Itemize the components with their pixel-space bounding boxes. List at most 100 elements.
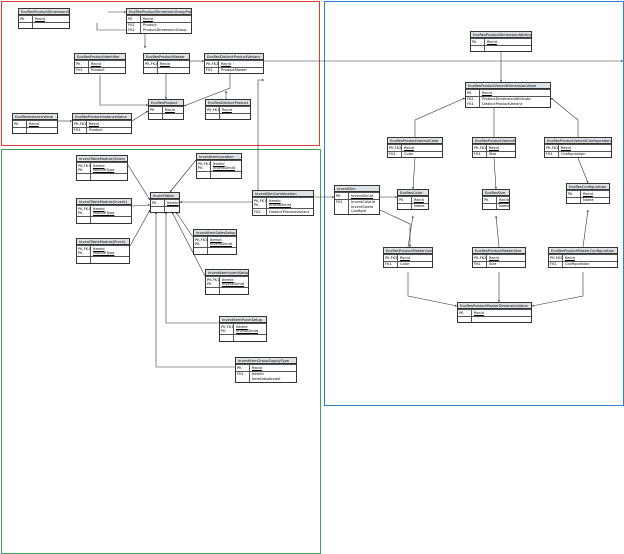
arrowhead: [148, 197, 150, 200]
field: ConfigId: [351, 209, 366, 214]
entity-title: EcoResProductMaster: [144, 54, 189, 61]
key-column: PK: [458, 310, 472, 316]
primary-key-field: RecId: [400, 255, 410, 260]
region-product: [1, 1, 320, 146]
field: Product: [91, 68, 105, 73]
entity-title: InventDimCombination: [253, 191, 313, 198]
field-column: [211, 172, 216, 177]
entity-ecoresproductvariantsize[interactable]: EcoResProductVariantSizePK,FK2RecIdFK1Si…: [472, 137, 516, 159]
field-column: RecId: [27, 121, 41, 126]
field: ProductDimensionAttribute: [482, 97, 531, 102]
key-column: [77, 217, 91, 223]
key-column: PK,FK1 PK: [195, 237, 208, 248]
field: DistinctProductVariant: [482, 101, 523, 106]
key-column: [151, 206, 165, 213]
key-column: [220, 335, 234, 341]
arrowhead: [184, 104, 187, 107]
entity-title: EcoResProductDimensionGroupProduct: [127, 9, 191, 16]
primary-key-field: ItemId: [93, 206, 105, 211]
primary-key-field: RecId: [29, 121, 39, 126]
field-column: DistinctProductVariant: [267, 209, 311, 214]
entity-section: [77, 216, 131, 223]
key-column: PK,FK1 PK: [207, 277, 220, 288]
field-column: Product: [87, 128, 105, 133]
relationship-line: [131, 110, 149, 122]
primary-key-field: RecId: [489, 255, 499, 260]
field-column: [158, 68, 163, 73]
arrowhead: [332, 195, 334, 199]
entity-title: EcoResColor: [398, 190, 428, 197]
field-column: [472, 317, 477, 322]
key-column: FK1: [545, 151, 559, 158]
primary-key-field: ItemId: [269, 198, 281, 203]
primary-key-field: RecId: [222, 107, 232, 112]
entity-title: InventDim: [335, 186, 379, 193]
key-column: PK,FK1 PK: [78, 206, 91, 217]
key-column: FK1: [205, 67, 219, 74]
key-column: PK,FK2: [385, 255, 398, 261]
field-column: Size: [487, 152, 498, 157]
key-column: [483, 203, 497, 210]
arrowhead: [145, 111, 148, 113]
arrowhead: [412, 187, 415, 189]
entity-ecoresproductdimensiongroupproduct[interactable]: EcoResProductDimensionGroupProductPKRecI…: [126, 8, 192, 34]
relationship-line: [99, 75, 148, 106]
key-column: FK1: [473, 261, 487, 268]
key-column: PK: [236, 365, 250, 371]
key-column: [77, 174, 91, 180]
entity-section: Name: [398, 202, 428, 210]
primary-key-field: RecId: [561, 145, 571, 150]
entity-title: EcoResProductDimensionGroup: [19, 9, 69, 16]
primary-key-field: ItemId: [236, 324, 248, 329]
field-column: ProductMaster: [219, 68, 249, 73]
entity-ecoresproductdimensiongroup[interactable]: EcoResProductDimensionGroupPKRecId: [18, 8, 70, 30]
field-column: RecId: [398, 255, 412, 260]
field: Name: [499, 204, 509, 209]
arrowhead: [148, 210, 150, 213]
relationship-line: [155, 212, 235, 368]
entity-section: [220, 334, 266, 341]
field: Size: [489, 262, 497, 267]
field-column: RecId: [220, 107, 234, 112]
entity-title: InventTableModule(Invent): [77, 199, 131, 206]
field-column: [234, 335, 239, 340]
